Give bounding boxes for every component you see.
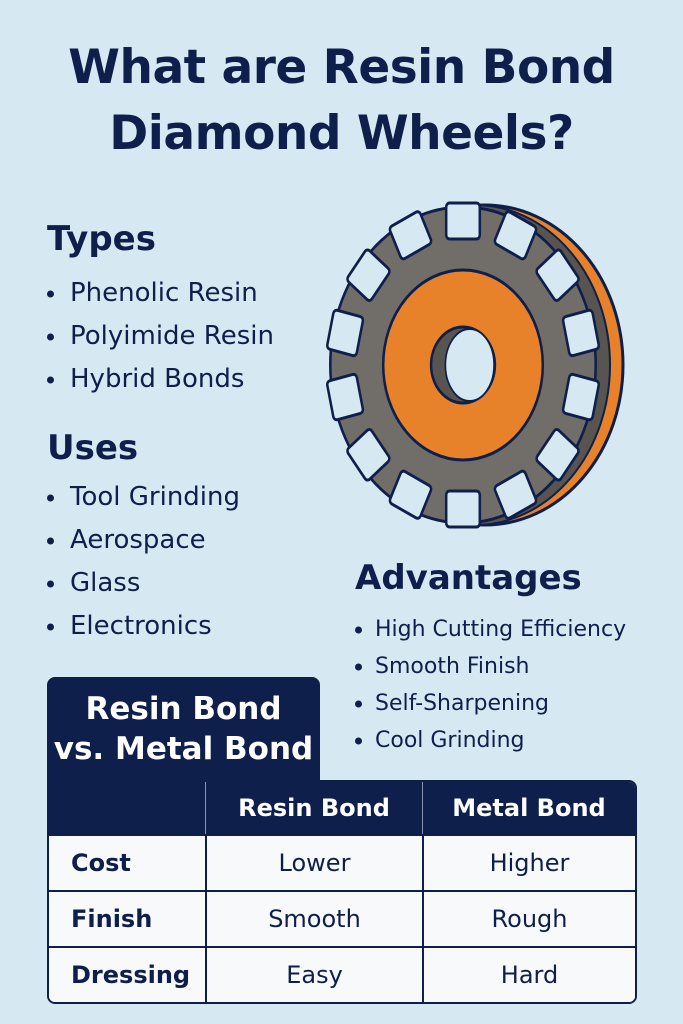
uses-list: Tool Grinding Aerospace Glass Electronic… — [45, 476, 240, 648]
table-row: Finish Smooth Rough — [49, 890, 635, 946]
diamond-segment — [444, 489, 482, 529]
title-line-1: What are Resin Bond — [68, 40, 615, 95]
list-item: Tool Grinding — [45, 476, 240, 519]
diamond-segment — [325, 372, 365, 422]
diamond-segment — [346, 248, 391, 302]
column-header — [49, 782, 205, 834]
types-heading: Types — [47, 219, 156, 259]
diamond-segment — [493, 210, 538, 261]
column-header: Resin Bond — [205, 782, 422, 834]
list-item: Cool Grinding — [353, 722, 626, 759]
uses-heading: Uses — [47, 428, 139, 468]
table-cell: Easy — [205, 946, 422, 1002]
list-item: Polyimide Resin — [45, 315, 274, 358]
comparison-title-line-1: Resin Bond — [85, 691, 282, 727]
diamond-segment — [535, 248, 580, 302]
diamond-wheel-illustration — [325, 201, 625, 529]
diamond-segment — [388, 210, 433, 261]
list-item: Self-Sharpening — [353, 685, 626, 722]
title-line-2: Diamond Wheels? — [109, 106, 574, 161]
table-row: Dressing Easy Hard — [49, 946, 635, 1002]
column-header: Metal Bond — [422, 782, 635, 834]
diamond-segment — [561, 308, 601, 358]
list-item: Aerospace — [45, 519, 240, 562]
list-item: Hybrid Bonds — [45, 358, 274, 401]
types-list: Phenolic Resin Polyimide Resin Hybrid Bo… — [45, 272, 274, 401]
list-item: Smooth Finish — [353, 648, 626, 685]
comparison-title: Resin Bond vs. Metal Bond — [47, 677, 320, 787]
diamond-segment — [325, 308, 365, 358]
table-cell: Lower — [205, 834, 422, 890]
diamond-segment — [346, 428, 391, 482]
diamond-segment — [561, 372, 601, 422]
advantages-list: High Cutting Efficiency Smooth Finish Se… — [353, 611, 626, 759]
arbor-hole — [444, 328, 495, 402]
list-item: Phenolic Resin — [45, 272, 274, 315]
comparison-title-line-2: vs. Metal Bond — [53, 731, 314, 767]
diamond-segment — [493, 469, 538, 520]
advantages-heading: Advantages — [355, 558, 582, 598]
row-label: Dressing — [49, 946, 205, 1002]
table-cell: Higher — [422, 834, 635, 890]
row-label: Cost — [49, 834, 205, 890]
table-cell: Rough — [422, 890, 635, 946]
comparison-table: Resin Bond Metal Bond Cost Lower Higher … — [47, 780, 637, 1004]
table-cell: Smooth — [205, 890, 422, 946]
list-item: High Cutting Efficiency — [353, 611, 626, 648]
list-item: Glass — [45, 562, 240, 605]
diamond-segment — [444, 201, 482, 241]
row-label: Finish — [49, 890, 205, 946]
list-item: Electronics — [45, 605, 240, 648]
table-cell: Hard — [422, 946, 635, 1002]
table-row: Cost Lower Higher — [49, 834, 635, 890]
diamond-segment — [535, 428, 580, 482]
diamond-segment — [388, 469, 433, 520]
table-header-row: Resin Bond Metal Bond — [49, 782, 635, 834]
